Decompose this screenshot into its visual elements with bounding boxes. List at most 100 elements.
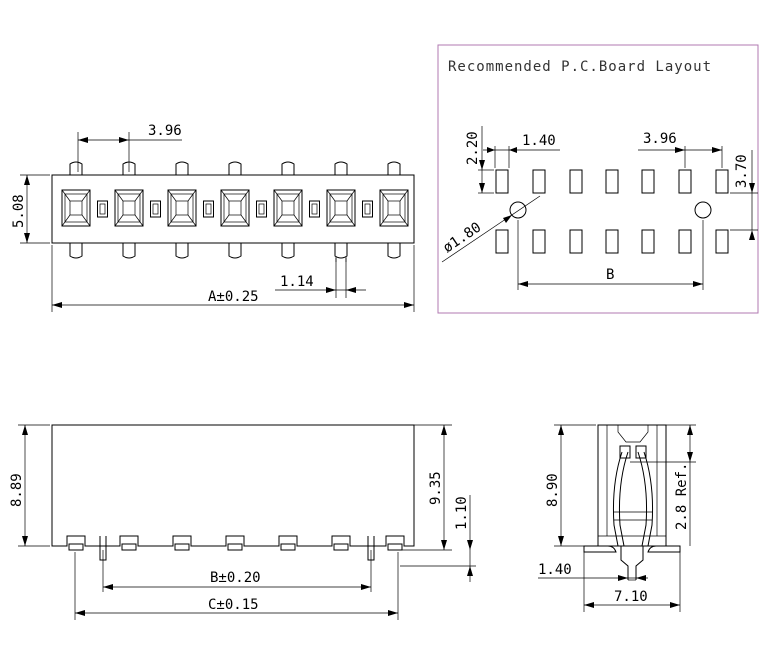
pcb-pad (532, 229, 546, 254)
side-height-label: 8.90 (545, 473, 561, 507)
offset-label: 2.20 (465, 131, 481, 165)
front-standoff-label: 1.10 (454, 496, 470, 530)
upper-pin (281, 161, 295, 175)
contact-slot-inner (276, 193, 300, 223)
pcb-pad (678, 169, 692, 194)
side-view: 8.90 2.8 Ref. 1.40 7.10 (538, 424, 696, 612)
side-width-label: 7.10 (614, 589, 648, 605)
contact-window (228, 200, 242, 216)
pad-width-label: 1.40 (522, 133, 556, 149)
lower-pin (334, 243, 348, 259)
contact-slot (220, 189, 250, 227)
hole-dimension: ø1.80 (440, 195, 541, 263)
upper-pin (228, 161, 242, 175)
lower-pin (228, 243, 242, 259)
length-label: A±0.25 (208, 289, 259, 305)
lower-pins (69, 243, 401, 262)
latch-slot-inner (258, 203, 265, 215)
contact-slot (114, 189, 144, 227)
contact-window (122, 200, 136, 216)
span-dimension: B (517, 220, 704, 290)
contact-window (281, 200, 295, 216)
latch-slot (203, 200, 214, 218)
pcb-pad (678, 229, 692, 254)
lower-pin (387, 243, 401, 259)
contact-slot (61, 189, 91, 227)
latch-slot (362, 200, 373, 218)
pcb-pad (532, 169, 546, 194)
latch-slot-inner (99, 203, 106, 215)
contact-slot-inner (329, 193, 353, 223)
front-pin-span-label: B±0.20 (210, 570, 261, 586)
upper-pin (334, 161, 348, 175)
front-pin-foot (280, 543, 296, 551)
pcb-pad (641, 229, 655, 254)
contact-slot (273, 189, 303, 227)
pin-width-dimension: 1.14 (275, 258, 366, 298)
pcb-pitch-dimension: 3.96 (638, 131, 723, 168)
front-total-height-dimension: 9.35 (400, 424, 452, 551)
front-height-label: 8.89 (9, 473, 25, 507)
front-pin-foot (174, 543, 190, 551)
side-contacts (613, 445, 653, 547)
contact-window (69, 200, 83, 216)
lower-pin (175, 243, 189, 259)
pitch-dimension: 3.96 (77, 123, 182, 172)
front-pin-foot (333, 543, 349, 551)
contact-slot-inner (170, 193, 194, 223)
front-height-dimension: 8.89 (9, 424, 50, 547)
top-view: 3.96 5.08 1.14 A±0.25 (11, 123, 415, 312)
pcb-layout-title: Recommended P.C.Board Layout (448, 59, 712, 75)
height-label: 5.08 (11, 194, 27, 228)
contact-slot (326, 189, 356, 227)
upper-pin (387, 161, 401, 175)
front-total-span-label: C±0.15 (208, 597, 259, 613)
span-label: B (606, 267, 614, 283)
front-pin-foot (387, 543, 403, 551)
latch-slot-inner (152, 203, 159, 215)
pcb-pad (495, 169, 509, 194)
height-dimension: 5.08 (11, 174, 50, 244)
latch-slot-inner (364, 203, 371, 215)
front-pin-foot (121, 543, 137, 551)
row-spacing-label: 3.70 (734, 154, 750, 188)
pad-width-dimension: 1.40 (483, 133, 560, 168)
offset-dimension: 2.20 (465, 126, 494, 194)
pcb-pad (569, 229, 583, 254)
latch-slot-inner (311, 203, 318, 215)
side-ref-dimension: 2.8 Ref. (630, 424, 696, 546)
side-feet (583, 545, 681, 581)
pcb-layout-frame (437, 44, 759, 314)
contact-slot (167, 189, 197, 227)
latch-slot-inner (205, 203, 212, 215)
lower-pin (69, 243, 83, 259)
pin-width-label: 1.14 (280, 274, 314, 290)
connector-body-top (51, 174, 415, 244)
side-ref-label: 2.8 Ref. (674, 463, 690, 530)
pcb-pads-top (495, 169, 729, 194)
contact-slot (379, 189, 409, 227)
front-pins (68, 536, 403, 561)
upper-pin (175, 161, 189, 175)
side-pin-dimension: 1.40 (538, 562, 648, 581)
pcb-pad (605, 169, 619, 194)
contact-slot-inner (117, 193, 141, 223)
lower-pin (122, 243, 136, 259)
front-pin-foot (68, 543, 84, 551)
contact-window (334, 200, 348, 216)
side-pin-label: 1.40 (538, 562, 572, 578)
pcb-pad (569, 169, 583, 194)
front-standoff-dimension: 1.10 (400, 495, 476, 582)
row-spacing-dimension: 3.70 (730, 150, 758, 240)
front-view: 8.89 9.35 1.10 B±0.20 (9, 424, 476, 620)
front-total-span-dimension: C±0.15 (74, 552, 399, 620)
connector-body-front (51, 424, 415, 547)
contact-window (387, 200, 401, 216)
front-total-height-label: 9.35 (428, 471, 444, 505)
pitch-label: 3.96 (148, 123, 182, 139)
length-dimension: A±0.25 (51, 245, 415, 312)
latch-slot (256, 200, 267, 218)
mounting-hole-left (509, 201, 527, 219)
side-body (597, 424, 667, 547)
